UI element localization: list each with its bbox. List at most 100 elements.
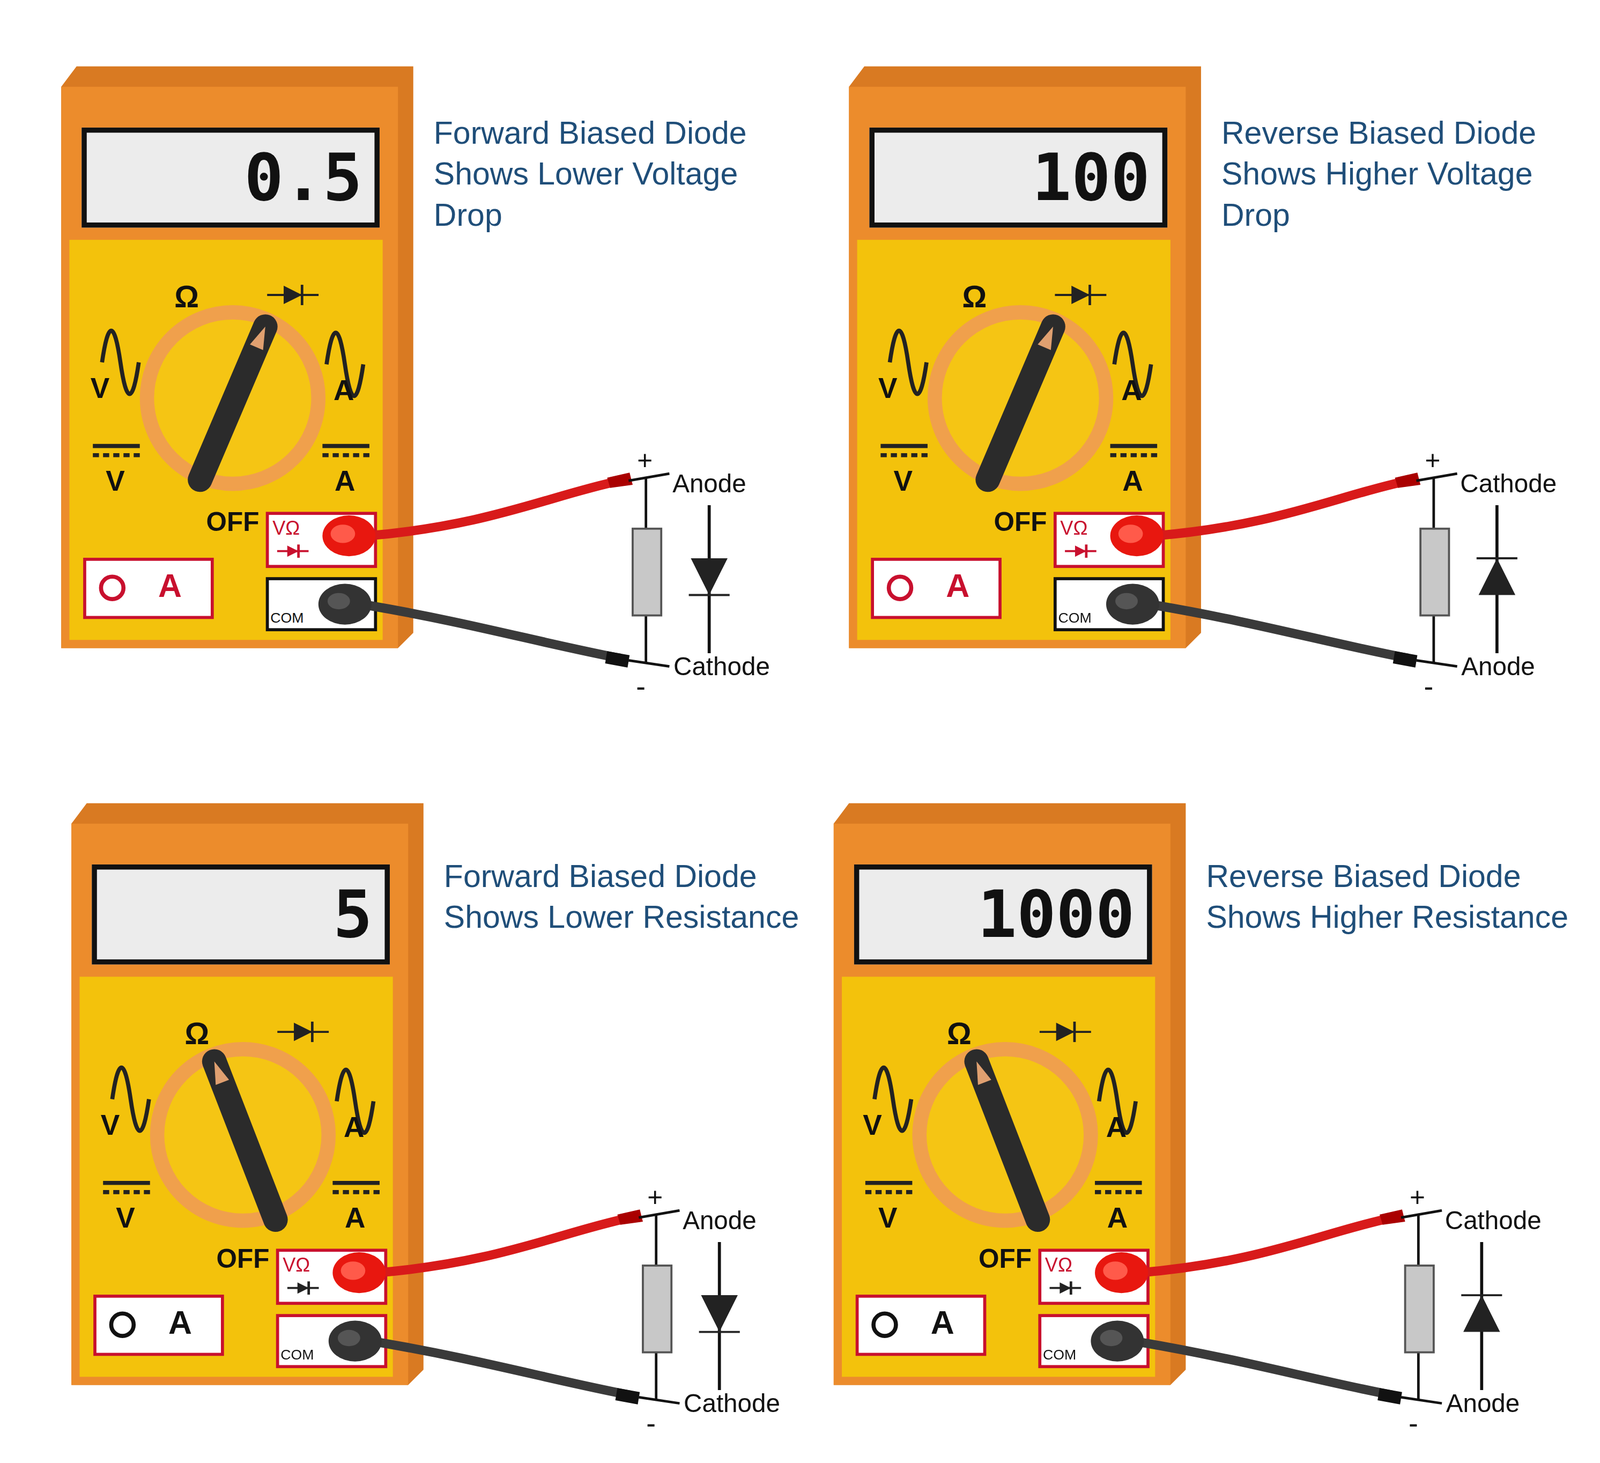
dc-symbol bbox=[880, 443, 928, 449]
meter-face bbox=[79, 976, 393, 1377]
diode-triangle bbox=[293, 1022, 313, 1041]
display-screen: 5 bbox=[91, 864, 390, 965]
polarity-sign: - bbox=[646, 1409, 656, 1438]
diode-bar bbox=[1476, 557, 1518, 560]
black-probe-tip bbox=[615, 1387, 641, 1404]
pointer-tip bbox=[1037, 326, 1054, 351]
dial-label: OFF bbox=[216, 1245, 270, 1272]
pointer-tip bbox=[214, 1061, 230, 1085]
polarity-sign: + bbox=[636, 447, 653, 474]
diode-triangle bbox=[1056, 1022, 1075, 1041]
polarity-sign: - bbox=[635, 672, 646, 701]
dial-label: V bbox=[90, 374, 110, 403]
jack-box: A bbox=[857, 1295, 985, 1354]
terminal bbox=[1416, 473, 1458, 481]
dial bbox=[919, 1048, 1092, 1221]
current-jack-label: A bbox=[158, 569, 182, 603]
polarity-sign: + bbox=[1425, 447, 1441, 474]
v-ohm-jack-box bbox=[1039, 1249, 1148, 1303]
current-jack-box bbox=[872, 559, 1000, 618]
terminal bbox=[638, 1396, 680, 1403]
current-jack bbox=[889, 576, 912, 599]
jack-box: COM bbox=[267, 578, 376, 630]
dial-label: V bbox=[115, 1204, 136, 1233]
pointer-tip bbox=[976, 1061, 992, 1085]
dial bbox=[146, 312, 319, 484]
dc-symbol bbox=[865, 1189, 913, 1195]
diode-bar bbox=[699, 1330, 740, 1333]
red-probe-lead bbox=[1154, 480, 1409, 536]
resistor-symbol bbox=[1405, 1265, 1434, 1353]
resistor-symbol bbox=[632, 528, 662, 616]
dial-label: V bbox=[105, 467, 125, 496]
black-probe-lead bbox=[1154, 605, 1409, 659]
terminal bbox=[1401, 1396, 1442, 1403]
meter-face bbox=[857, 239, 1171, 640]
com-jack-box bbox=[1039, 1315, 1148, 1367]
red-probe-lead bbox=[377, 1217, 631, 1273]
diode-triangle bbox=[1478, 558, 1516, 596]
jack-box: COM bbox=[1039, 1315, 1148, 1367]
multimeter-panel: 5AVΩCOMForward Biased Diode Shows Lower … bbox=[71, 803, 847, 1457]
red-plug bbox=[1094, 1252, 1148, 1293]
diode-bar bbox=[310, 1021, 314, 1042]
black-probe-tip bbox=[1393, 650, 1418, 668]
current-jack bbox=[873, 1313, 896, 1336]
terminal bbox=[1401, 1210, 1442, 1218]
dial-label: OFF bbox=[978, 1245, 1032, 1272]
terminal-label: Cathode bbox=[1460, 470, 1557, 497]
display-reading: 1000 bbox=[858, 869, 1135, 959]
dial-label: Ω bbox=[174, 281, 199, 313]
polarity-sign: + bbox=[1409, 1183, 1426, 1211]
meter-face bbox=[69, 239, 383, 640]
resistor-symbol bbox=[1420, 528, 1449, 616]
meter-face bbox=[841, 976, 1155, 1377]
meter-body-back bbox=[61, 66, 414, 649]
black-probe-lead bbox=[367, 605, 621, 659]
diode-triangle bbox=[297, 1282, 309, 1294]
meter-body-back bbox=[848, 66, 1202, 649]
black-plug-shine bbox=[1115, 593, 1138, 610]
display-screen: 1000 bbox=[854, 864, 1153, 965]
jack-box: A bbox=[94, 1295, 223, 1354]
diode-triangle bbox=[1463, 1294, 1501, 1332]
diode-triangle bbox=[287, 545, 299, 557]
terminal bbox=[1416, 660, 1458, 666]
black-probe-lead bbox=[1139, 1342, 1394, 1396]
dial-label: Ω bbox=[962, 281, 988, 313]
meter-body-back bbox=[71, 803, 424, 1385]
dc-symbol bbox=[1094, 1180, 1143, 1185]
black-plug-shine bbox=[327, 593, 351, 610]
red-plug-shine bbox=[1102, 1261, 1128, 1280]
red-probe-lead bbox=[1139, 1217, 1394, 1273]
diode-bar bbox=[1461, 1293, 1502, 1296]
com-jack-box bbox=[267, 578, 376, 630]
polarity-sign: - bbox=[1408, 1409, 1419, 1438]
current-jack-box bbox=[84, 559, 213, 618]
meter-body bbox=[848, 86, 1186, 649]
dial-pointer bbox=[976, 1061, 1038, 1220]
v-ohm-jack-label: VΩ bbox=[272, 518, 300, 538]
description-text: Forward Biased Diode Shows Lower Resista… bbox=[443, 856, 822, 938]
current-jack-label: A bbox=[930, 1306, 955, 1339]
jack-box: A bbox=[872, 559, 1000, 618]
dial-label: A bbox=[1121, 376, 1143, 405]
dc-symbol bbox=[1110, 453, 1158, 458]
polarity-sign: + bbox=[647, 1183, 663, 1211]
dial-label: OFF bbox=[205, 508, 259, 535]
v-ohm-jack-box bbox=[1055, 513, 1164, 567]
meter-body bbox=[61, 86, 398, 649]
dial-label: A bbox=[1122, 467, 1144, 496]
current-jack bbox=[100, 576, 124, 599]
black-plug bbox=[328, 1320, 382, 1362]
diode-triangle bbox=[1071, 285, 1090, 305]
jack-box: VΩ bbox=[1039, 1249, 1148, 1303]
multimeter-panel: 0.5AVΩCOMForward Biased Diode Shows Lowe… bbox=[61, 66, 837, 720]
black-plug bbox=[1090, 1320, 1144, 1362]
diode-bar bbox=[1088, 284, 1092, 306]
dc-symbol bbox=[322, 453, 370, 458]
display-screen: 0.5 bbox=[81, 127, 380, 228]
black-probe-tip bbox=[605, 650, 631, 668]
dial-label: A bbox=[1107, 1204, 1129, 1233]
dc-symbol bbox=[92, 453, 140, 458]
